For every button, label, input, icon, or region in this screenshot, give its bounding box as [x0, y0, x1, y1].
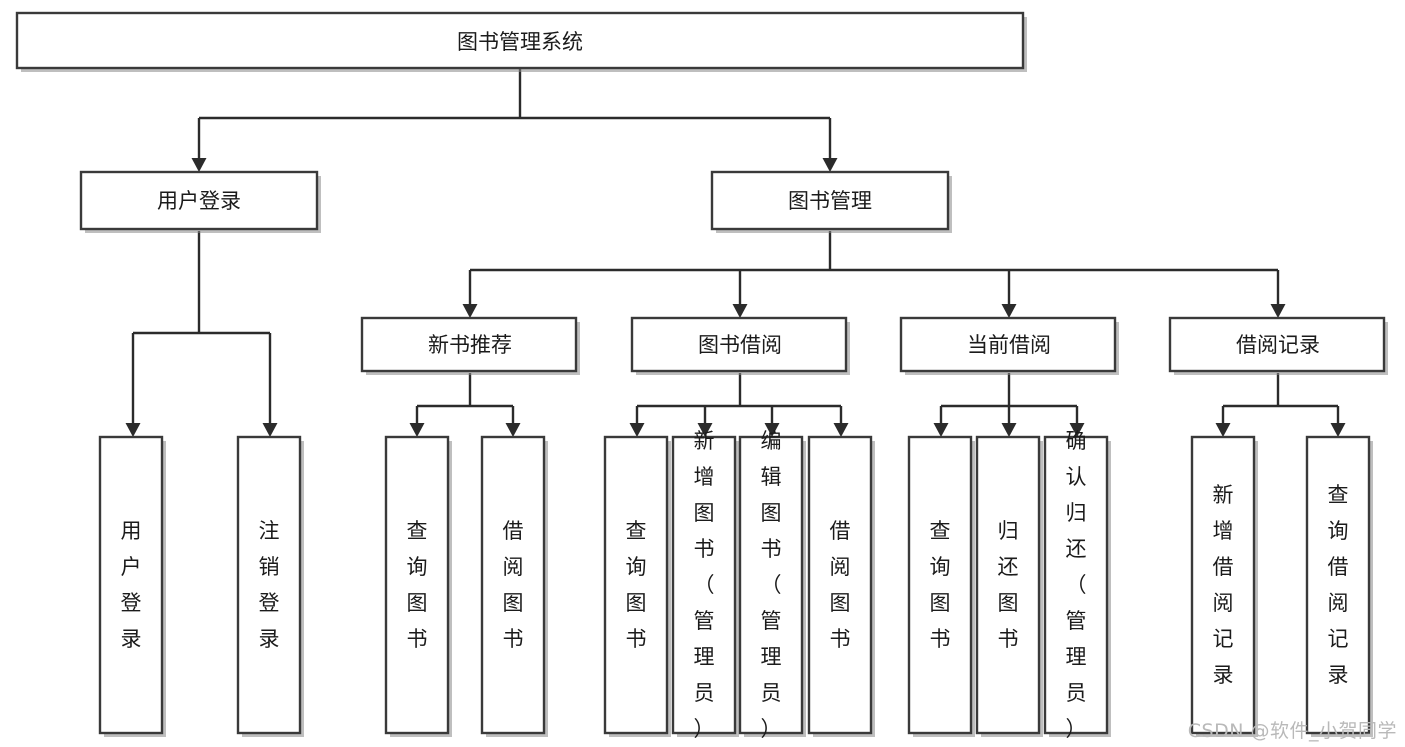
- leaf-current-return-book-label: 归还图书: [998, 519, 1019, 651]
- arrow-record-leaf-add: [1215, 423, 1231, 437]
- leaf-newbook-borrow-book[interactable]: 借阅图书: [480, 435, 548, 737]
- arrow-to-leaf-user-login: [125, 423, 141, 437]
- leaf-record-query-record-label: 查询借阅记录: [1328, 483, 1349, 687]
- leaf-newbook-query-book-label: 查询图书: [407, 519, 428, 651]
- leaf-logout-label: 注销登录: [259, 519, 280, 651]
- node-current-borrow[interactable]: 当前借阅: [899, 316, 1119, 375]
- leaf-user-login-label: 用户登录: [121, 519, 142, 651]
- arrow-to-user-login: [191, 158, 207, 172]
- leaf-current-return-book[interactable]: 归还图书: [975, 435, 1043, 737]
- leaf-borrow-edit-book[interactable]: 编辑图书（管理员）: [738, 429, 806, 741]
- node-user-login[interactable]: 用户登录: [79, 170, 321, 233]
- node-borrow-record[interactable]: 借阅记录: [1168, 316, 1388, 375]
- connector-layer: [125, 68, 1346, 437]
- node-root-label: 图书管理系统: [457, 30, 583, 54]
- leaf-newbook-borrow-book-label: 借阅图书: [503, 519, 524, 651]
- leaf-record-query-record[interactable]: 查询借阅记录: [1305, 435, 1373, 737]
- node-new-book-recommend-label: 新书推荐: [428, 333, 512, 357]
- arrow-to-current-borrow: [1001, 304, 1017, 318]
- node-borrow-record-label: 借阅记录: [1236, 333, 1320, 357]
- arrow-current-leaf-query: [933, 423, 949, 437]
- node-book-borrow[interactable]: 图书借阅: [630, 316, 850, 375]
- node-current-borrow-label: 当前借阅: [967, 333, 1051, 357]
- leaf-current-confirm-return-label: 确认归还（管理员）: [1066, 429, 1087, 741]
- leaf-borrow-borrow-book[interactable]: 借阅图书: [807, 435, 875, 737]
- arrow-to-book-borrow: [732, 304, 748, 318]
- leaf-borrow-query-book[interactable]: 查询图书: [603, 435, 671, 737]
- node-book-management-label: 图书管理: [788, 189, 872, 213]
- arrow-newbook-leaf-borrow: [505, 423, 521, 437]
- leaf-borrow-borrow-book-label: 借阅图书: [830, 519, 851, 651]
- leaf-logout[interactable]: 注销登录: [236, 435, 304, 737]
- arrow-to-new-book-recommend: [462, 304, 478, 318]
- leaf-newbook-query-book[interactable]: 查询图书: [384, 435, 452, 737]
- leaf-borrow-add-book-label: 新增图书（管理员）: [694, 429, 715, 741]
- leaf-borrow-edit-book-label: 编辑图书（管理员）: [761, 429, 782, 741]
- arrow-newbook-leaf-query: [409, 423, 425, 437]
- arrow-current-leaf-return: [1001, 423, 1017, 437]
- node-root-book-management-system[interactable]: 图书管理系统: [15, 11, 1027, 72]
- node-book-borrow-label: 图书借阅: [698, 333, 782, 357]
- leaf-current-query-book-label: 查询图书: [930, 519, 951, 651]
- leaf-record-add-record[interactable]: 新增借阅记录: [1190, 435, 1258, 737]
- arrow-to-book-management: [822, 158, 838, 172]
- arrow-borrow-leaf-borrow: [833, 423, 849, 437]
- leaf-record-add-record-label: 新增借阅记录: [1213, 483, 1234, 687]
- arrow-record-leaf-query: [1330, 423, 1346, 437]
- leaf-borrow-add-book[interactable]: 新增图书（管理员）: [671, 429, 739, 741]
- leaf-current-confirm-return[interactable]: 确认归还（管理员）: [1043, 429, 1111, 741]
- leaf-borrow-query-book-label: 查询图书: [626, 519, 647, 651]
- arrow-borrow-leaf-query: [629, 423, 645, 437]
- node-user-login-label: 用户登录: [157, 189, 241, 213]
- arrow-to-leaf-logout: [262, 423, 278, 437]
- node-book-management[interactable]: 图书管理: [710, 170, 952, 233]
- node-new-book-recommend[interactable]: 新书推荐: [360, 316, 580, 375]
- leaf-current-query-book[interactable]: 查询图书: [907, 435, 975, 737]
- arrow-to-borrow-record: [1270, 304, 1286, 318]
- leaf-user-login[interactable]: 用户登录: [98, 435, 166, 737]
